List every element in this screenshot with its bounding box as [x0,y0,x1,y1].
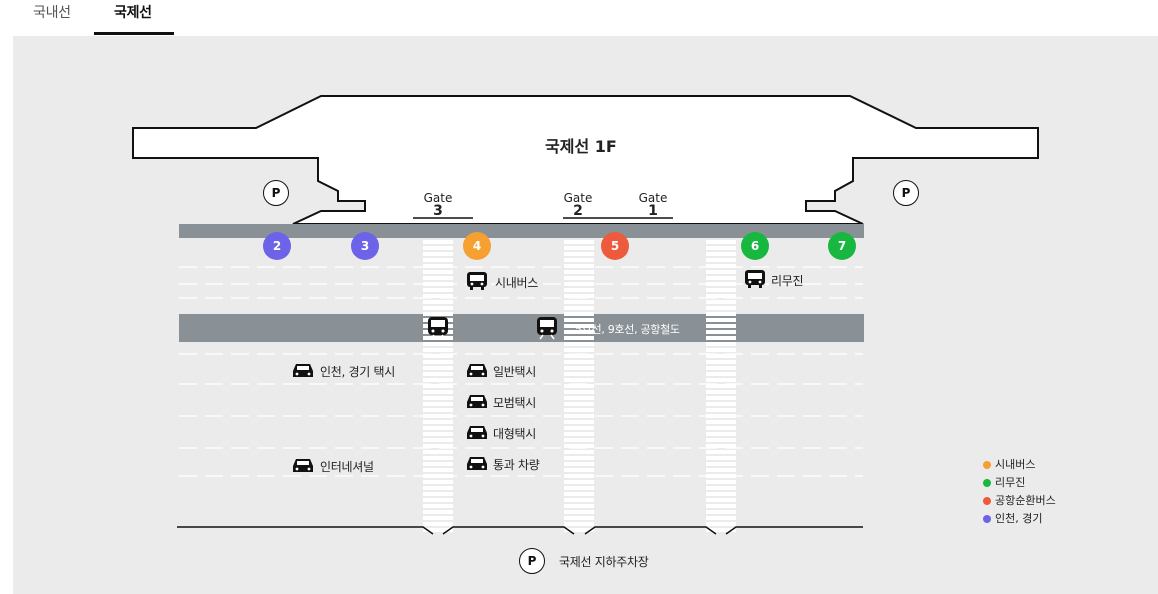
gate-3: Gate 3 [418,191,458,219]
pass-vehicle-label: 통과 차량 [493,458,540,472]
terminal-tabs: 국내선 국제선 [0,0,1158,36]
subway-icon-2 [537,317,557,340]
map-legend: 시내버스 리무진 공항순환버스 인천, 경기 [983,456,1056,528]
curb-road [179,224,864,238]
underground-parking-label: 국제선 지하주차장 [559,555,649,569]
subway-label: 5호선, 9호선, 공항철도 [575,323,680,336]
taxi-icon [467,364,487,377]
tab-international[interactable]: 국제선 [114,5,152,21]
parking-right-icon[interactable]: P [893,180,919,206]
taxi-intl-label: 인터네셔널 [320,460,374,474]
gate-2-label: Gate [563,191,593,205]
stop-7[interactable]: 7 [828,232,856,260]
legend-item-incheon: 인천, 경기 [983,510,1056,528]
limousine-bus-icon [745,270,765,288]
legend-item-limousine: 리무진 [983,474,1056,492]
stop-5[interactable]: 5 [601,232,629,260]
limousine-label: 리무진 [771,274,804,288]
lane-markings [179,266,863,477]
bus-icon [467,272,487,290]
legend-label: 리무진 [995,476,1026,489]
taxi-icon [293,459,313,472]
legend-dot-orange [983,461,991,469]
gate-1: Gate 1 [633,191,673,219]
legend-dot-purple [983,515,991,523]
legend-label: 인천, 경기 [995,512,1043,525]
active-tab-indicator [94,32,174,35]
taxi-large-label: 대형택시 [493,427,536,441]
gate-1-label: Gate [638,191,668,205]
legend-dot-red [983,497,991,505]
taxi-incheon-label: 인천, 경기 택시 [320,365,395,379]
stop-4[interactable]: 4 [463,232,491,260]
taxi-icon [467,395,487,408]
gate-3-label: Gate [423,191,453,205]
legend-dot-green [983,479,991,487]
gate-1-number: 1 [648,203,658,219]
taxi-deluxe-label: 모범택시 [493,396,536,410]
taxi-icon [467,426,487,439]
stop-6[interactable]: 6 [741,232,769,260]
taxi-regular-label: 일반택시 [493,365,536,379]
subway-icon [428,317,448,340]
legend-item-shuttle: 공항순환버스 [983,492,1056,510]
gate-3-number: 3 [433,203,443,219]
tab-domestic[interactable]: 국내선 [33,5,71,21]
city-bus-label: 시내버스 [495,276,538,290]
legend-label: 공항순환버스 [995,494,1056,507]
stop-3[interactable]: 3 [351,232,379,260]
terminal-building-outline [132,95,1039,225]
transit-road [179,314,864,342]
legend-item-city-bus: 시내버스 [983,456,1056,474]
stop-2[interactable]: 2 [263,232,291,260]
taxi-icon [467,457,487,470]
parking-underground-icon[interactable]: P [519,548,545,574]
gate-2: Gate 2 [558,191,598,219]
terminal-map: 국제선 1F Gate 3 Gate 2 Gate 1 P P 2 3 4 5 … [13,36,1158,594]
gate-2-number: 2 [573,203,583,219]
parking-left-icon[interactable]: P [263,180,289,206]
bottom-road-edge [177,526,863,535]
map-drawing [132,95,1039,535]
crosswalks [423,238,736,534]
taxi-icon [293,364,313,377]
floor-title: 국제선 1F [545,137,617,156]
legend-label: 시내버스 [995,458,1036,471]
